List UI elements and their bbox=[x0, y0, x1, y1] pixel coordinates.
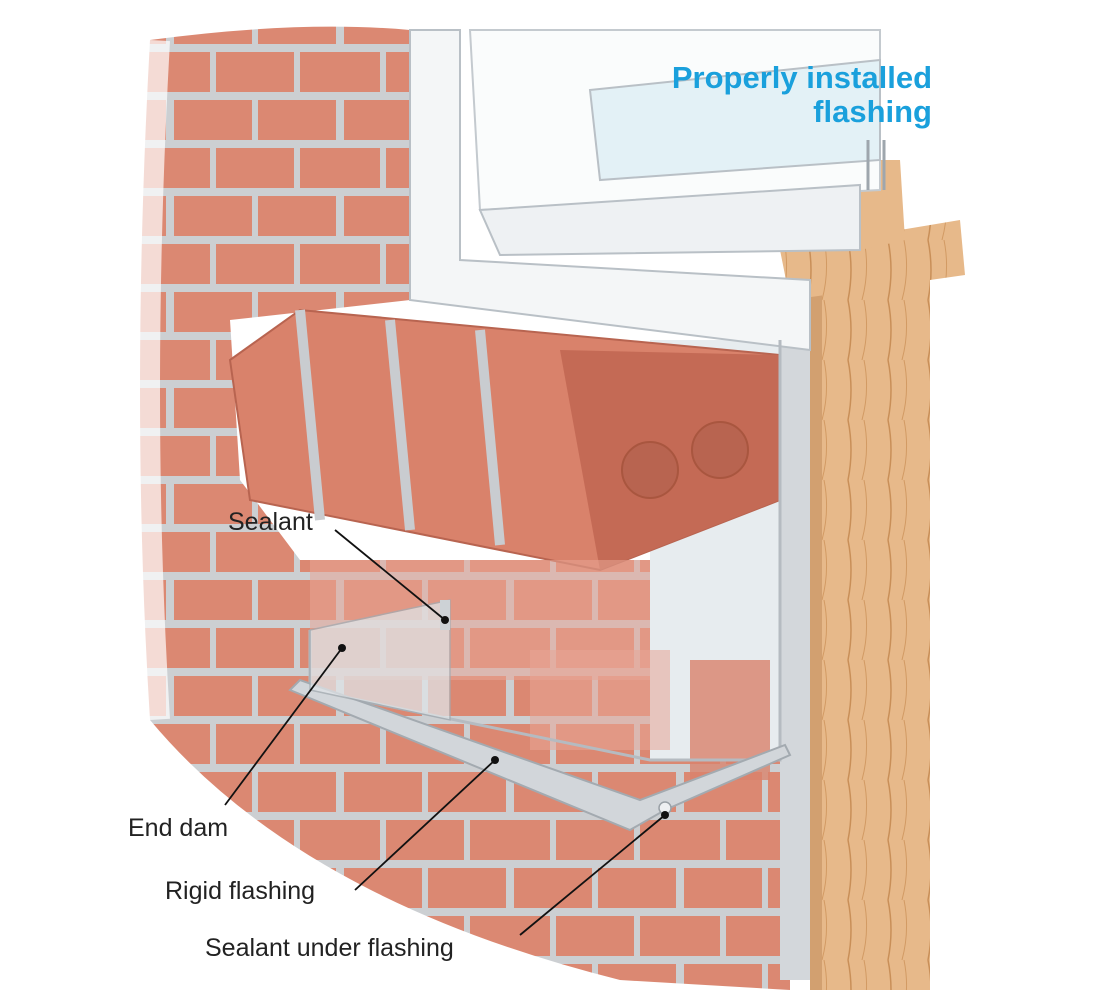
end-dam-dot bbox=[338, 644, 346, 652]
callout-dots bbox=[338, 616, 669, 819]
rigid-flashing-label: Rigid flashing bbox=[165, 877, 316, 905]
end-dam-label: End dam bbox=[128, 814, 229, 842]
sealant-dot bbox=[441, 616, 449, 624]
callout-leaders bbox=[224, 529, 666, 936]
sealant-under-flashing-dot bbox=[661, 811, 669, 819]
diagram-title-line-1: Properly installed bbox=[671, 60, 932, 95]
window-frame bbox=[409, 29, 886, 352]
diagram-title-line-2: flashing bbox=[813, 94, 932, 129]
sealant-under-flashing-label: Sealant under flashing bbox=[205, 934, 454, 962]
rigid-flashing bbox=[288, 340, 792, 832]
rigid-flashing-dot bbox=[491, 756, 499, 764]
sealant-label: Sealant bbox=[228, 508, 313, 536]
end-dam-leader bbox=[224, 647, 343, 806]
sealant-under-flashing-leader bbox=[519, 814, 666, 936]
rigid-flashing-leader bbox=[354, 759, 496, 891]
sealant-leader bbox=[334, 529, 446, 621]
rowlock-sill bbox=[228, 308, 781, 572]
